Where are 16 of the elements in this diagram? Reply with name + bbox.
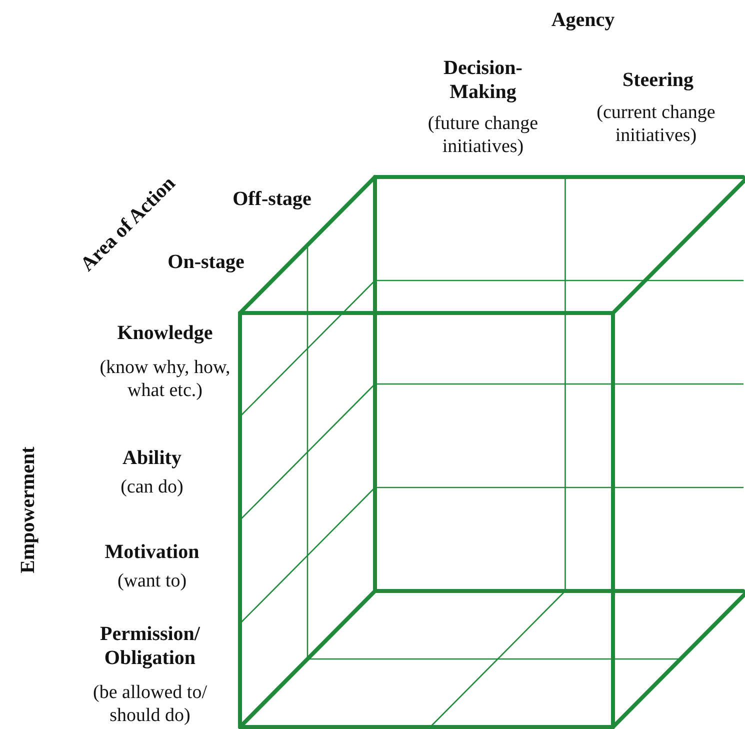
- column-note: (future change initiatives): [426, 113, 540, 159]
- row-heading: Ability: [122, 446, 182, 470]
- row-note: (want to): [116, 570, 188, 594]
- column-heading: Decision-Making: [442, 56, 524, 104]
- depth-heading: On-stage: [166, 250, 246, 274]
- row-note: (can do): [120, 476, 184, 500]
- row-note: (be allowed to/ should do): [92, 682, 208, 728]
- row-heading: Knowledge: [116, 321, 214, 345]
- column-heading: Steering: [621, 68, 695, 92]
- row-heading: Permission/ Obligation: [99, 622, 201, 670]
- column-note: (current change initiatives): [596, 102, 716, 148]
- row-note: (know why, how, what etc.): [98, 357, 232, 403]
- axis-title: Empowerment: [16, 446, 40, 576]
- axis-title: Agency: [550, 8, 616, 32]
- row-heading: Motivation: [104, 540, 200, 564]
- depth-heading: Off-stage: [232, 187, 312, 211]
